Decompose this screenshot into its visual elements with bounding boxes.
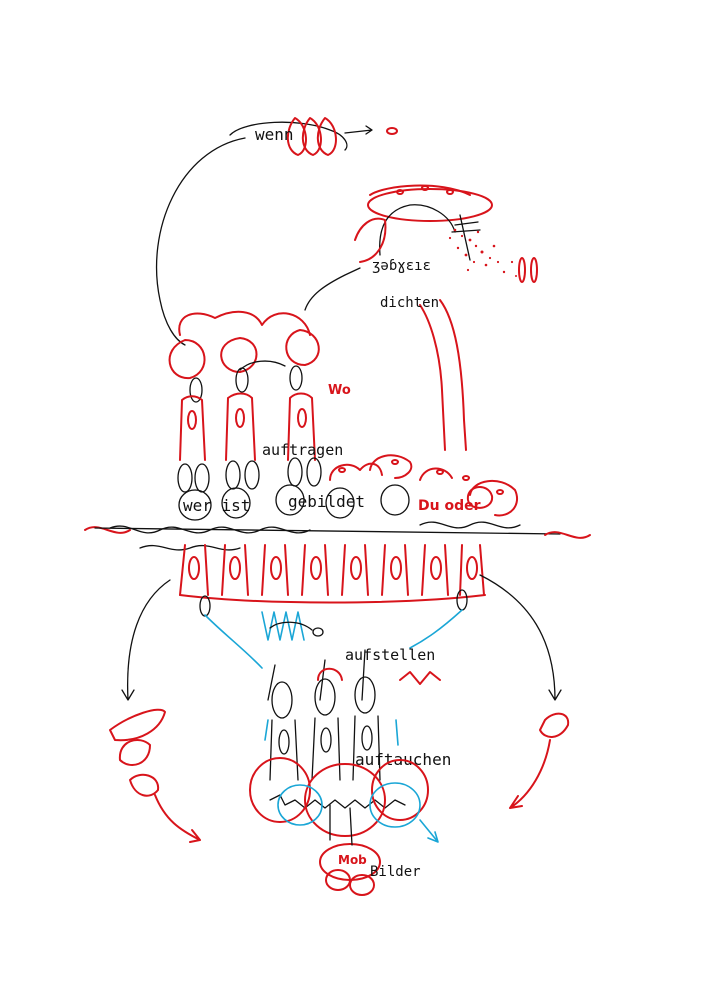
left-leaf-spiral xyxy=(109,708,201,843)
middle-squiggle: aufstellen xyxy=(261,611,441,701)
label-wenn: wenn xyxy=(255,125,294,144)
label-aufstellen: aufstellen xyxy=(345,646,435,664)
lower-figure-row xyxy=(179,544,486,604)
bottom-red-rings: Mob Bilder xyxy=(249,757,439,896)
label-bilder: Bilder xyxy=(370,864,421,880)
label-wer-ist: wer ist xyxy=(183,496,250,515)
arc-left-connector xyxy=(156,137,246,346)
red-spray xyxy=(448,228,517,277)
label-dichten: dichten xyxy=(380,295,439,311)
top-wenn-group: wenn xyxy=(229,117,398,156)
question-band: wer ist gebildet Du oder xyxy=(178,484,494,521)
label-mob: Mob xyxy=(338,853,367,867)
head-figure: ʒəɓɣɛıɛ dichten xyxy=(304,184,538,451)
horizontal-wave-line xyxy=(84,521,591,551)
label-auftragen: auftragen xyxy=(262,441,343,459)
label-head-scribble: ʒəɓɣɛıɛ xyxy=(372,258,431,274)
label-gebildet: gebildet xyxy=(288,492,365,511)
label-du-oder: Du oder xyxy=(418,498,481,514)
bottom-figures: auftauchen xyxy=(264,667,451,809)
side-arrows xyxy=(121,574,562,701)
mushroom-heads xyxy=(329,454,518,517)
label-wo: Wo xyxy=(328,383,351,398)
upper-figure-row: Wo auftragen xyxy=(168,310,351,493)
right-leaf xyxy=(509,712,570,809)
